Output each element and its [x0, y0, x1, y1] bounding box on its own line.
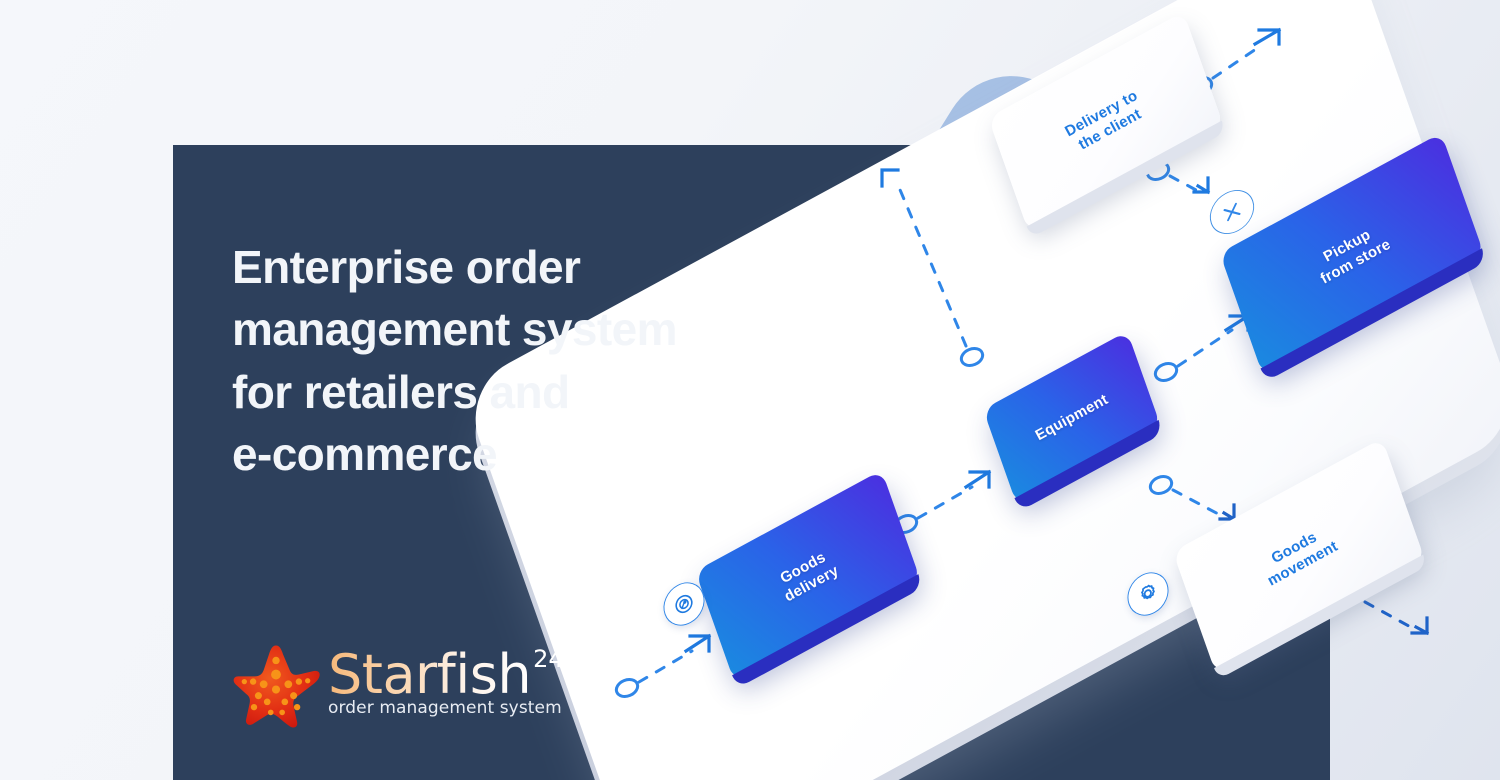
- logo-tagline: order management system: [328, 698, 562, 718]
- card-label: Goods movement: [1264, 528, 1342, 590]
- gear-glyph: [1141, 584, 1155, 600]
- location-target-glyph: [675, 594, 693, 614]
- logo-superscript: 24: [533, 644, 564, 673]
- brand-logo[interactable]: Starfish24 order management system: [232, 638, 564, 730]
- logo-wordmark: Starfish24 order management system: [328, 638, 564, 718]
- close-x-glyph: [1223, 202, 1241, 222]
- close-x-icon[interactable]: [1204, 181, 1260, 243]
- starfish-icon: [233, 645, 320, 728]
- card-label: Equipment: [1032, 390, 1111, 445]
- card-label: Goods delivery: [777, 548, 843, 606]
- card-label: Delivery to the client: [1062, 86, 1145, 154]
- card-label: Pickup from store: [1318, 225, 1395, 288]
- logo-word: Starfish: [328, 643, 532, 706]
- gear-icon[interactable]: [1121, 564, 1175, 624]
- page-title: Enterprise order management system for r…: [232, 240, 677, 481]
- location-target-icon[interactable]: [657, 574, 711, 634]
